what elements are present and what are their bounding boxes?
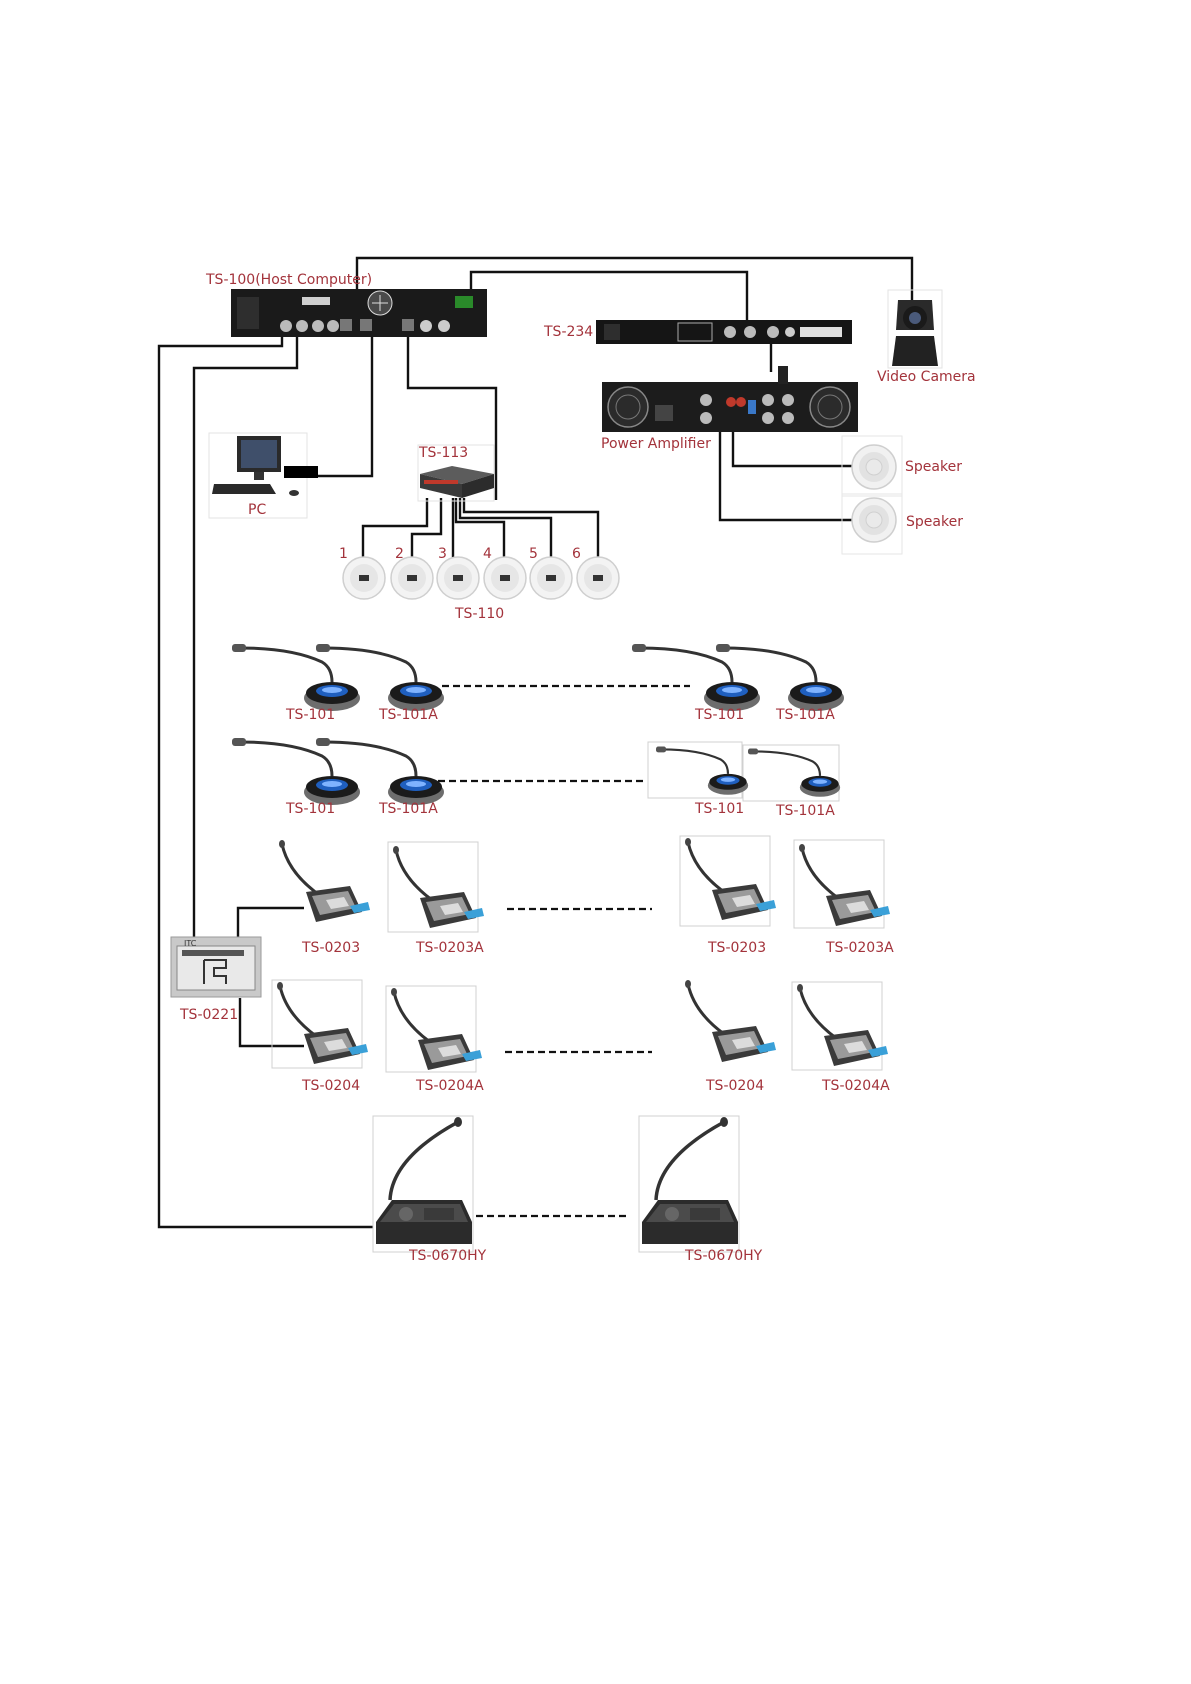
row-3-units [279, 836, 890, 932]
unit-ts-0204a-r4b [391, 988, 482, 1070]
r4-d-label: TS-0204A [821, 1078, 890, 1094]
mic-number-1: 1 [339, 546, 348, 562]
unit-ts-101-r2a [232, 738, 360, 805]
host-label: TS-100(Host Computer) [205, 272, 372, 288]
ts-110-label: TS-110 [454, 606, 504, 622]
mic-number-2: 2 [395, 546, 404, 562]
r3-b-label: TS-0203A [415, 940, 484, 956]
pc-label: PC [248, 502, 266, 518]
r1-c-label: TS-101 [694, 707, 744, 723]
unit-ts-0204a-r4d [797, 984, 888, 1066]
row-5-units [373, 1116, 739, 1252]
amplifier-label: Power Amplifier [601, 436, 711, 452]
r3-d-label: TS-0203A [825, 940, 894, 956]
r2-b-label: TS-101A [378, 801, 438, 817]
video-camera [888, 290, 942, 368]
unit-ts-0670hy-a [376, 1117, 472, 1244]
mic-number-4: 4 [483, 546, 492, 562]
unit-ts-0670hy-b [642, 1117, 738, 1244]
unit-ts-0203a-r3d [799, 844, 890, 926]
unit-ts-0204-r4c [685, 980, 776, 1062]
row-2-units [232, 738, 840, 805]
row-4-units [272, 980, 888, 1072]
unit-ts-101-r1c [632, 644, 760, 711]
ceiling-mic-5 [530, 557, 572, 599]
unit-ts-0203-r3a [279, 840, 370, 922]
ts-234-device [596, 320, 852, 344]
ceiling-mic-1 [343, 557, 385, 599]
mic-number-3: 3 [438, 546, 447, 562]
ts-110-ceiling-mics [343, 557, 619, 599]
r2-d-label: TS-101A [775, 803, 835, 819]
r2-c-label: TS-101 [694, 801, 744, 817]
r5-b-label: TS-0670HY [684, 1248, 763, 1264]
ts-113-label: TS-113 [418, 445, 468, 461]
unit-ts-0204-r4a [277, 982, 368, 1064]
r5-a-label: TS-0670HY [408, 1248, 487, 1264]
ts-234-label: TS-234 [543, 324, 593, 340]
r3-a-label: TS-0203 [301, 940, 360, 956]
ceiling-mic-6 [577, 557, 619, 599]
speaker-2 [842, 494, 902, 554]
unit-ts-101-r1a [232, 644, 360, 711]
r3-c-label: TS-0203 [707, 940, 766, 956]
speaker-1-label: Speaker [905, 459, 962, 475]
r1-d-label: TS-101A [775, 707, 835, 723]
mic-number-6: 6 [572, 546, 581, 562]
row-1-units [232, 644, 844, 711]
r4-c-label: TS-0204 [705, 1078, 764, 1094]
ts-0221-box: ITC [171, 937, 261, 997]
ts-0221-label: TS-0221 [179, 1007, 238, 1023]
r2-a-label: TS-101 [285, 801, 335, 817]
power-amplifier [602, 366, 858, 432]
ts-100-host-computer [231, 289, 487, 337]
r4-a-label: TS-0204 [301, 1078, 360, 1094]
r1-b-label: TS-101A [378, 707, 438, 723]
ceiling-mic-4 [484, 557, 526, 599]
unit-ts-0203-r3c [685, 838, 776, 920]
r1-a-label: TS-101 [285, 707, 335, 723]
ts-0221-logo: ITC [184, 939, 197, 948]
mic-number-5: 5 [529, 546, 538, 562]
speaker-2-label: Speaker [906, 514, 963, 530]
camera-label: Video Camera [877, 369, 976, 385]
ceiling-mic-2 [391, 557, 433, 599]
r4-b-label: TS-0204A [415, 1078, 484, 1094]
ceiling-mic-3 [437, 557, 479, 599]
unit-ts-0203a-r3b [393, 846, 484, 928]
